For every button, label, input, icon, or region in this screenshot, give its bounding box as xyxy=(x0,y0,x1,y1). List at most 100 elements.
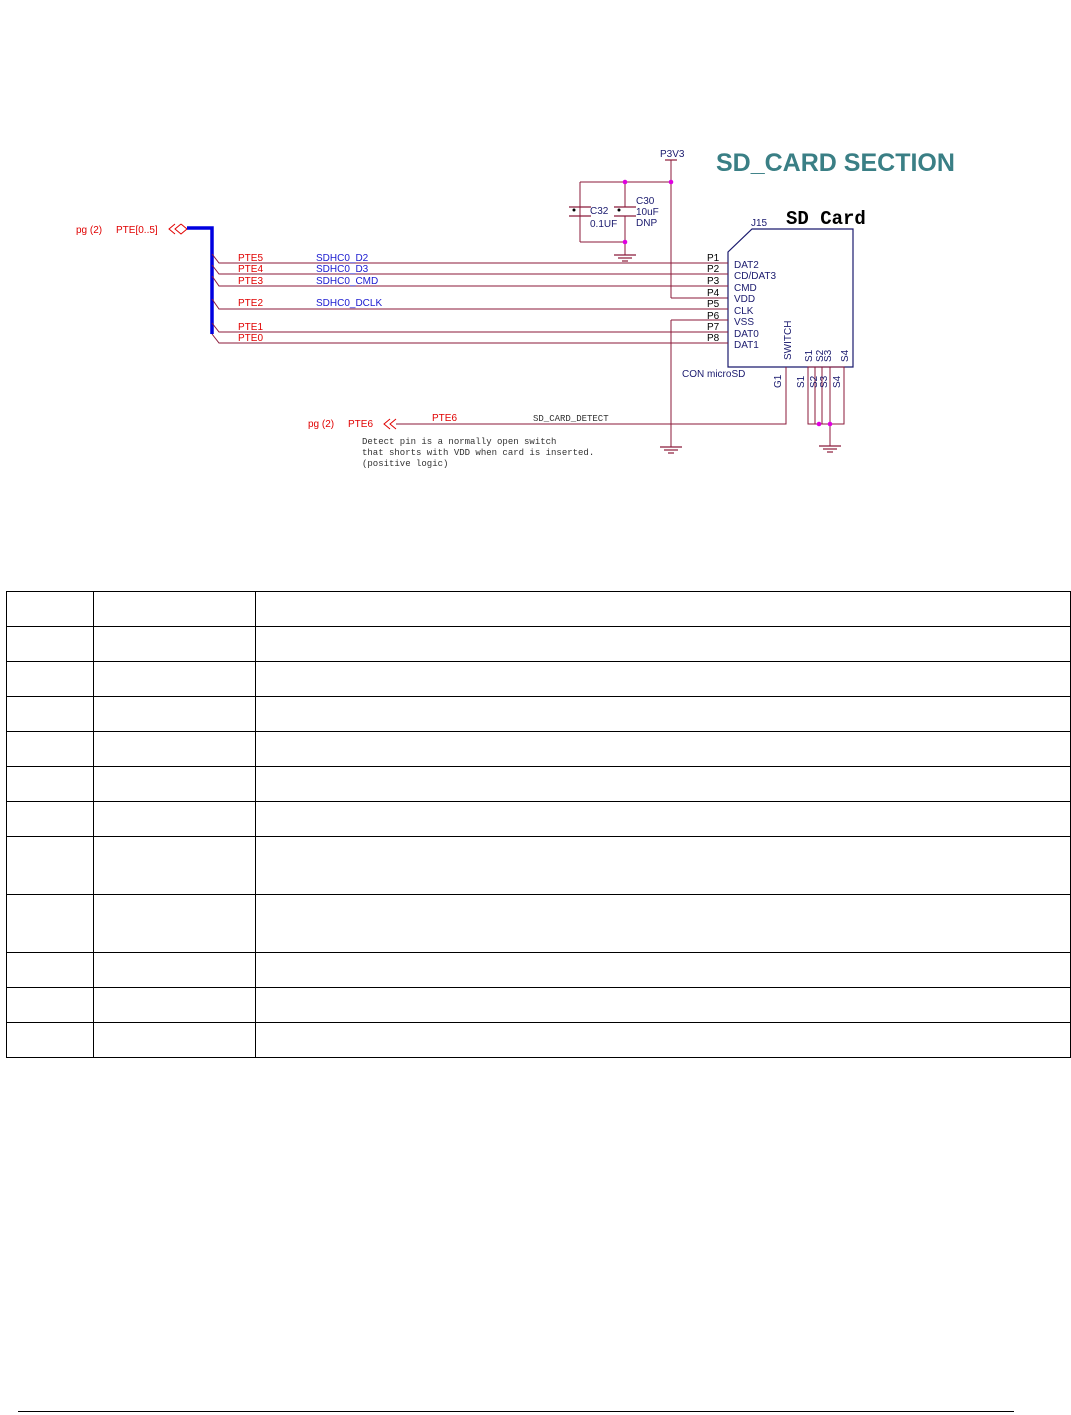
offpage-arrow xyxy=(168,223,176,235)
net-port-label: PTE5 xyxy=(238,253,263,264)
detect-wire xyxy=(396,367,787,425)
offpage-arrow xyxy=(389,418,397,430)
switch-pin-name: S4 xyxy=(832,375,843,388)
net-wires xyxy=(211,253,728,344)
table-row xyxy=(6,952,1071,988)
switch-pin-name: S3 xyxy=(819,375,830,388)
table-row xyxy=(6,731,1071,767)
table-cell xyxy=(255,1022,1071,1058)
table-cell xyxy=(93,952,256,988)
pin-number: P8 xyxy=(707,333,720,344)
detect-page-ref: pg (2) xyxy=(308,419,334,430)
table-cell xyxy=(6,952,94,988)
table-cell xyxy=(6,591,94,627)
table-cell xyxy=(93,987,256,1023)
table-row xyxy=(6,766,1071,802)
schematic-title: SD_CARD SECTION xyxy=(716,149,955,177)
connector-label: SD Card xyxy=(786,208,866,230)
pin-name: CLK xyxy=(734,306,754,317)
net-port-label: PTE3 xyxy=(238,276,263,287)
pin-name: CMD xyxy=(734,283,757,294)
table-cell xyxy=(255,836,1071,895)
switch-pin-name: S1 xyxy=(804,349,815,362)
table-cell xyxy=(93,626,256,662)
net-signal-label: SDHC0_D2 xyxy=(316,253,369,264)
pin-number: P7 xyxy=(707,322,720,333)
connector-part: CON microSD xyxy=(682,369,745,380)
table-cell xyxy=(6,836,94,895)
junction-dot xyxy=(827,421,833,427)
table-cell xyxy=(255,987,1071,1023)
table-cell xyxy=(6,987,94,1023)
table-cell xyxy=(255,801,1071,837)
switch-pin-name: S2 xyxy=(815,349,826,362)
table-cell xyxy=(255,894,1071,953)
detect-signal-label: SD_CARD_DETECT xyxy=(533,414,609,424)
sd-card-connector xyxy=(727,228,854,453)
detect-note-line: Detect pin is a normally open switch xyxy=(362,437,556,447)
net-port-label: PTE2 xyxy=(238,298,263,309)
pin-name: CD/DAT3 xyxy=(734,271,776,282)
junction-dot xyxy=(622,179,628,185)
switch-pin-name: S2 xyxy=(809,375,820,388)
detect-offpage-name: PTE6 xyxy=(348,419,373,430)
table-cell xyxy=(255,766,1071,802)
table-cell xyxy=(6,626,94,662)
table-cell xyxy=(6,731,94,767)
pin-number: P5 xyxy=(707,299,720,310)
detect-port-label: PTE6 xyxy=(432,413,457,424)
pin-name: DAT0 xyxy=(734,329,759,340)
table-cell xyxy=(6,801,94,837)
ground-symbol xyxy=(660,446,682,454)
table-cell xyxy=(255,696,1071,732)
table-row xyxy=(6,1022,1071,1058)
pin-table xyxy=(6,591,1071,1058)
capacitor-value: 10uF xyxy=(636,207,659,218)
net-signal-label: SDHC0_D3 xyxy=(316,264,369,275)
table-cell xyxy=(93,591,256,627)
ground-pin-label: G1 xyxy=(773,374,784,388)
pin-name: DAT2 xyxy=(734,260,759,271)
table-cell xyxy=(93,731,256,767)
table-row xyxy=(6,987,1071,1023)
net-port-label: PTE4 xyxy=(238,264,263,275)
switch-label: SWITCH xyxy=(783,321,794,360)
capacitor-note: DNP xyxy=(636,218,657,229)
switch-pin-name: S1 xyxy=(796,375,807,388)
table-cell xyxy=(255,731,1071,767)
net-signal-label: SDHC0_CMD xyxy=(316,276,378,287)
offpage-page-ref: pg (2) xyxy=(76,225,102,236)
detect-note-line: (positive logic) xyxy=(362,459,448,469)
pin-number: P3 xyxy=(707,276,720,287)
pin-number: P2 xyxy=(707,264,720,275)
net-signal-label: SDHC0_DCLK xyxy=(316,298,382,309)
junction-dot xyxy=(668,179,674,185)
table-cell xyxy=(255,952,1071,988)
pin-number: P6 xyxy=(707,311,720,322)
table-cell xyxy=(93,766,256,802)
offpage-bus-name: PTE[0..5] xyxy=(116,225,158,236)
table-row xyxy=(6,661,1071,697)
table-row xyxy=(6,801,1071,837)
table-cell xyxy=(6,661,94,697)
junction-dot xyxy=(816,421,822,427)
table-cell xyxy=(6,696,94,732)
pin-number: P1 xyxy=(707,253,720,264)
pin-name: VSS xyxy=(734,317,754,328)
table-row xyxy=(6,696,1071,732)
capacitor-value: 0.1UF xyxy=(590,219,617,230)
table-cell xyxy=(93,696,256,732)
net-port-label: PTE1 xyxy=(238,322,263,333)
sd-card-schematic: SD_CARD SECTION P3V3 C32 0.1UF C30 10uF … xyxy=(76,149,955,469)
power-rail-label: P3V3 xyxy=(660,149,685,160)
table-cell xyxy=(255,626,1071,662)
table-cell xyxy=(93,661,256,697)
table-cell xyxy=(93,801,256,837)
net-port-label: PTE0 xyxy=(238,333,263,344)
pin-name: DAT1 xyxy=(734,340,759,351)
table-cell xyxy=(93,894,256,953)
capacitor-ref: C30 xyxy=(636,196,655,207)
decoupling-capacitors xyxy=(569,181,671,262)
connector-refdes: J15 xyxy=(751,218,768,229)
table-cell xyxy=(93,1022,256,1058)
